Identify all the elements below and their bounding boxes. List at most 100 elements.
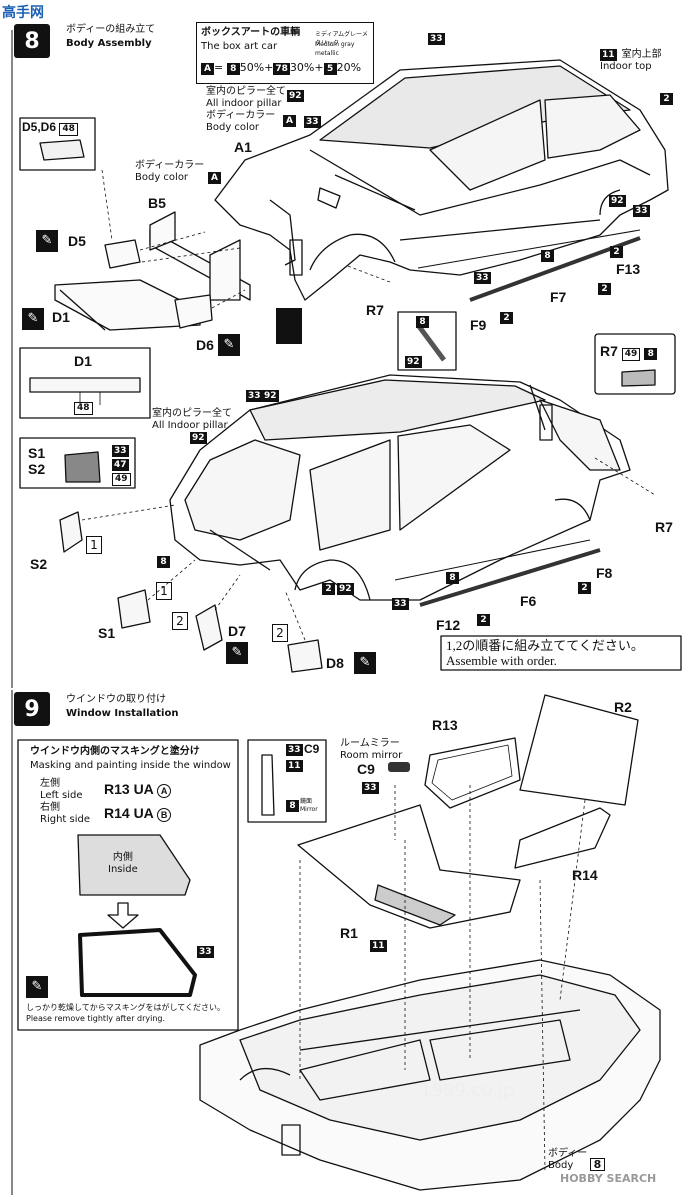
code-33-pillar: 33: [304, 116, 321, 128]
boxart-note-jp: ミディアムグレーメタリック: [315, 31, 368, 47]
masking-code-33: 33: [197, 946, 214, 958]
mirror-code-33: 33: [286, 744, 303, 756]
part-f12: F12: [436, 617, 461, 633]
part-d5: D5: [68, 233, 86, 249]
s2-callout-label: S2: [28, 461, 46, 477]
r7-callout: R7 49 8: [600, 344, 658, 361]
lower-car-body: [169, 374, 631, 601]
code-33-side: 33: [474, 272, 491, 284]
part-a1: A1: [234, 139, 252, 155]
part-f9: F9: [470, 317, 487, 333]
paint-icon-d5: ✎: [36, 230, 58, 252]
body-code-8: 8: [590, 1158, 605, 1171]
part-r14: R14: [572, 867, 598, 883]
masking-note: しっかり乾燥してからマスキングをはがしてください。 Please remove …: [26, 1003, 226, 1023]
order-note: 1,2の順番に組み立ててください。 Assemble with order.: [446, 638, 644, 668]
part-r1: R1: [340, 925, 358, 941]
step-9-title-en: Window Installation: [66, 708, 179, 719]
watermark-hobbysearch: HOBBY SEARCH: [560, 1172, 657, 1185]
paint-icon-d8: ✎: [354, 652, 376, 674]
paint-icon-d7: ✎: [226, 642, 248, 664]
code-92-pillar: 92: [287, 90, 304, 102]
part-d8: D8: [326, 655, 344, 671]
masking-inside: 内側 Inside: [108, 852, 138, 875]
order-mark-2b: 2: [272, 624, 288, 642]
paint-icon-d1: ✎: [22, 308, 44, 330]
masking-title-jp: ウインドウ内側のマスキングと塗分け: [30, 746, 200, 757]
part-d6: D6: [196, 337, 214, 353]
mirror-code-8: 8: [286, 800, 299, 812]
code-a-pillar: A: [283, 115, 296, 127]
site-logo: 高手网: [2, 5, 44, 21]
code-33-lower: 33: [246, 390, 263, 402]
step-8-number: 8: [14, 24, 50, 58]
d1-callout-code: 48: [74, 402, 93, 415]
part-f7: F7: [550, 289, 567, 305]
part-r2: R2: [614, 699, 632, 715]
room-mirror-part: [388, 762, 410, 772]
code-92-lower-2: 92: [190, 432, 207, 444]
s1-code-33: 33: [112, 445, 129, 457]
code-8-side: 8: [541, 250, 554, 262]
paint-brush-icon: ✎: [26, 976, 48, 998]
b5-bracket: [149, 211, 251, 301]
order-mark-2a: 2: [172, 612, 188, 630]
s1-code-47: 47: [112, 459, 129, 471]
masking-right: 右側 Right side: [40, 802, 90, 825]
room-mirror-label: ルームミラー Room mirror: [340, 738, 403, 761]
mirror-code-11: 11: [286, 760, 303, 772]
step-9-number: 9: [14, 692, 50, 726]
part-f6: F6: [520, 593, 537, 609]
boxart-box: ボックスアートの車輌 The box art car ミディアムグレーメタリック…: [196, 22, 374, 84]
part-f13: F13: [616, 261, 641, 277]
stripe-decal-icon: [276, 308, 302, 344]
s2-code-49: 49: [112, 473, 131, 486]
code-2-f12: 2: [477, 614, 490, 626]
code-92-lower: 92: [262, 390, 279, 402]
part-s2: S2: [30, 556, 48, 572]
code-2-f7: 2: [598, 283, 611, 295]
pillar-label-lower: 室内のピラー全て All Indoor pillar: [152, 408, 232, 431]
order-mark-1a: 1: [86, 536, 102, 554]
order-mark-1b: 1: [156, 582, 172, 600]
c9-code: 33: [362, 782, 379, 794]
r1-code-11: 11: [370, 940, 387, 952]
part-d1: D1: [52, 309, 70, 325]
bodycolor-label-2: ボディーカラー Body color: [135, 160, 205, 183]
d5d6-label: D5,D6 48: [22, 120, 78, 136]
body-shell: [199, 959, 661, 1191]
masking-left-part: R13 UA A: [104, 782, 172, 798]
code-33-rear: 33: [633, 205, 650, 217]
code-8-lower-rear: 8: [157, 556, 170, 568]
code-33-lower-2: 33: [392, 598, 409, 610]
mirror-note: 鏡面 Mirror: [300, 798, 318, 813]
part-s1: S1: [98, 625, 116, 641]
c9-label: C9: [357, 761, 375, 777]
paint-icon-d6: ✎: [218, 334, 240, 356]
code-2-f8: 2: [578, 582, 591, 594]
part-f8: F8: [596, 565, 613, 581]
masking-left: 左側 Left side: [40, 778, 83, 801]
boxart-title-en: The box art car: [201, 41, 278, 52]
masking-title-en: Masking and painting inside the window: [30, 760, 231, 771]
masking-right-part: R14 UA B: [104, 806, 172, 822]
boxart-note-en: Medium gray metallic: [315, 41, 355, 57]
code-92-lower-3: 92: [337, 583, 354, 595]
code-2-rear: 2: [610, 246, 623, 258]
part-r7-upper: R7: [366, 302, 384, 318]
part-r7-lower: R7: [655, 519, 673, 535]
body-label: ボディー Body: [548, 1148, 588, 1171]
indoor-top-label: 11 室内上部 Indoor top: [600, 49, 662, 72]
mirror-part-c9: C9: [304, 742, 320, 756]
step-8-title-jp: ボディーの組み立て: [66, 24, 156, 35]
code-33-roof: 33: [428, 33, 445, 45]
pillar-label-upper: 室内のピラー全て All indoor pillar ボディーカラー Body …: [206, 86, 286, 133]
part-d7: D7: [228, 623, 246, 639]
code-92-rear: 92: [609, 195, 626, 207]
part-b5: B5: [148, 195, 166, 211]
code-8-lower-2: 8: [446, 572, 459, 584]
code-92-strip: 92: [405, 356, 422, 368]
d1-callout-label: D1: [74, 353, 92, 369]
code-8-strip: 8: [416, 316, 429, 328]
